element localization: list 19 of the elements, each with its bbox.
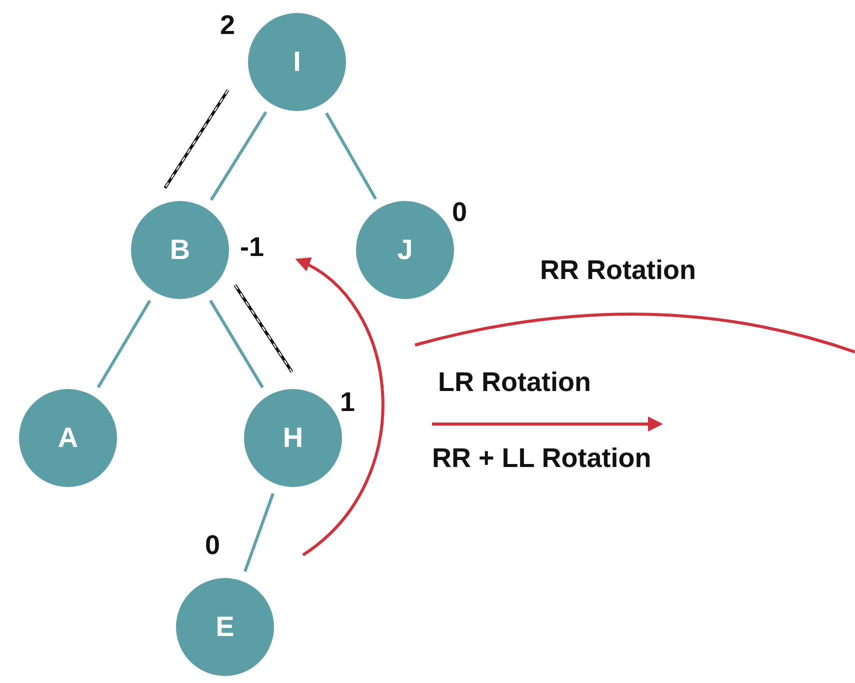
- node-label: A: [58, 422, 78, 454]
- balance-factor: -1: [240, 232, 264, 263]
- connector-line: [96, 300, 152, 388]
- node-label: H: [282, 422, 304, 454]
- connector-line: [209, 300, 264, 388]
- balance-factor: 0: [205, 530, 220, 561]
- rotation-label: RR Rotation: [540, 255, 696, 286]
- balance-factor: 1: [340, 387, 356, 418]
- node-label: B: [170, 234, 190, 266]
- connector-line: [325, 112, 377, 200]
- connector-line: [210, 111, 268, 201]
- node-label: J: [397, 234, 413, 266]
- balance-factor: 2: [220, 10, 236, 41]
- rotation-label: LR Rotation: [438, 367, 591, 398]
- rotation-label: RR + LL Rotation: [432, 443, 652, 474]
- balance-factor: 0: [452, 197, 468, 228]
- node-label: I: [293, 46, 301, 78]
- node-label: E: [216, 611, 234, 643]
- connector-line: [244, 493, 274, 572]
